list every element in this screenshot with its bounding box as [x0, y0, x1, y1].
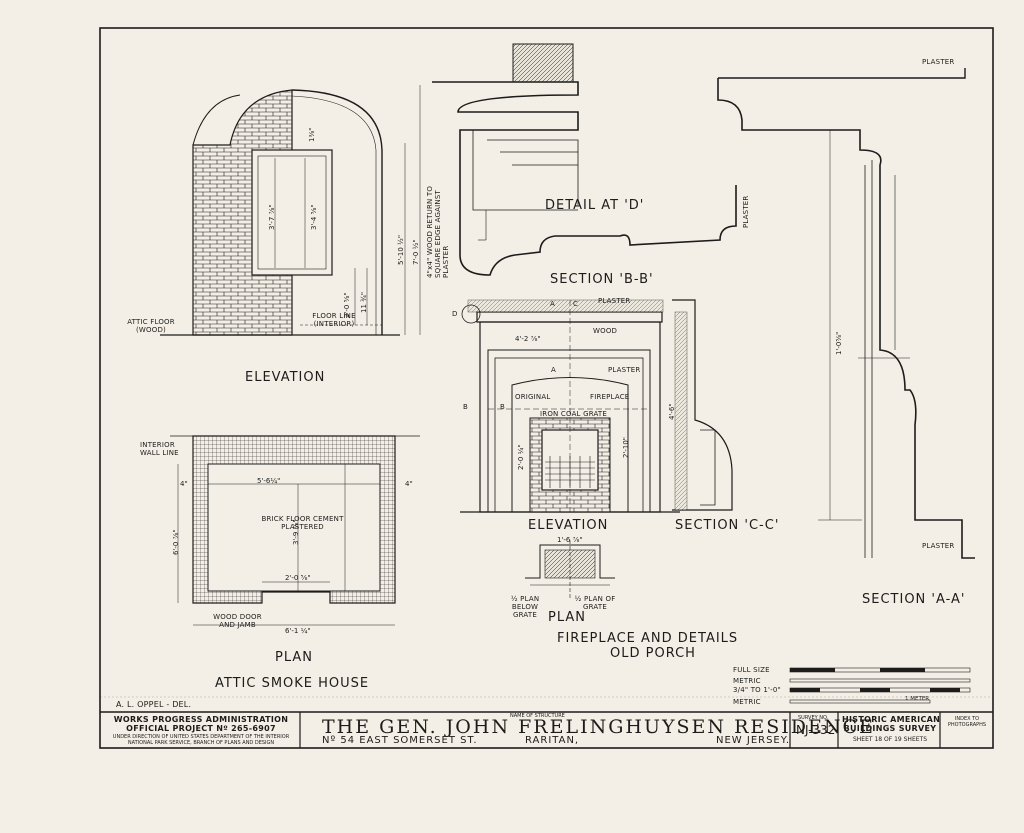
view-title-section-bb: SECTION 'B-B': [550, 272, 654, 287]
structure-state: NEW JERSEY.: [716, 735, 791, 746]
view-title-smoke-elevation: ELEVATION: [245, 370, 326, 385]
note-plaster-bottom: PLASTER: [922, 542, 955, 550]
dim-door-inner: 3'-4 ⅝": [310, 204, 318, 230]
note-plaster-fp: PLASTER: [598, 297, 631, 305]
fireplace-elevation-drawing: [460, 299, 680, 513]
view-title-section-cc: SECTION 'C-C': [675, 518, 780, 533]
sheet-number: SHEET 18 OF 19 SHEETS: [852, 736, 927, 743]
wpa-line-2: OFFICIAL PROJECT Nº 265-6907: [126, 724, 276, 733]
smoke-house-elevation-drawing: [160, 85, 421, 336]
note-fireplace: FIREPLACE: [590, 393, 630, 401]
view-title-fireplace-plan: PLAN: [548, 610, 586, 625]
note-half-plan-below: ½ PLAN BELOW GRATE: [510, 595, 540, 619]
note-wood-door: WOOD DOOR AND JAMB: [213, 613, 262, 629]
dim-sill-inner: 11 ¾": [360, 291, 368, 313]
dim-opening-height: 2'-10": [622, 436, 630, 458]
view-title-section-aa: SECTION 'A-A': [862, 592, 966, 607]
note-plaster-top: PLASTER: [922, 58, 955, 66]
view-title-fireplace-elevation: ELEVATION: [528, 518, 609, 533]
dim-total-height: 7'-0 ½": [412, 239, 420, 265]
dim-wall-thick-left: 4": [180, 480, 188, 488]
marker-b-right: B: [500, 403, 506, 411]
wpa-line-3: UNDER DIRECTION OF UNITED STATES DEPARTM…: [112, 734, 290, 740]
graphic-scales: [789, 667, 971, 704]
fireplace-plan-drawing: [525, 540, 615, 598]
dim-plan-outer-depth: 6'-0 ⅞": [172, 529, 180, 555]
note-brick-floor: BRICK FLOOR CEMENT PLASTERED: [261, 515, 344, 531]
note-iron-grate: IRON COAL GRATE: [540, 410, 608, 418]
scale-metric-1: METRIC: [733, 677, 761, 685]
scale-metric-2: METRIC: [733, 698, 761, 706]
dim-door-width: 2'-0 ⅝": [285, 574, 311, 582]
dim-plan-width: 5'-6¼": [257, 477, 281, 485]
dim-sill-height: 2'-0 ⅝": [343, 292, 351, 318]
wpa-line-1: WORKS PROGRESS ADMINISTRATION: [113, 715, 289, 724]
structure-town: RARITAN,: [525, 735, 580, 746]
note-plaster-bb: PLASTER: [742, 195, 750, 228]
section-aa-drawing: [717, 68, 975, 559]
name-of-structure-caption: NAME OF STRUCTURE: [510, 713, 565, 719]
view-title-smoke-plan: PLAN: [275, 650, 313, 665]
note-wood-return: 4"x4" WOOD RETURN TO SQUARE EDGE AGAINST…: [426, 185, 450, 278]
marker-d: D: [452, 310, 458, 318]
note-plaster-fp2: PLASTER: [608, 366, 641, 374]
view-title-attic-smoke-house: ATTIC SMOKE HOUSE: [215, 676, 370, 691]
view-title-old-porch: OLD PORCH: [610, 646, 696, 661]
note-wood: WOOD: [593, 327, 618, 335]
cornice-section-bb-drawing: [432, 43, 737, 276]
note-floor-line: FLOOR LINE (INTERIOR): [312, 312, 356, 328]
scale-full-size: FULL SIZE: [733, 666, 770, 674]
marker-a-top: A: [550, 300, 555, 308]
smoke-house-plan-drawing: [170, 435, 420, 626]
marker-c: C: [573, 300, 579, 308]
survey-number: NJ-332: [796, 723, 836, 737]
marker-b-left: B: [463, 403, 469, 411]
survey-caption: SURVEY NO.: [798, 715, 829, 721]
dim-head: 1⅜": [308, 127, 316, 142]
dim-grate-width: 1'-6 ⅞": [557, 536, 583, 544]
dim-section-aa: 1'-0⅝": [835, 331, 843, 355]
view-title-detail-d: DETAIL AT 'D': [545, 198, 645, 213]
structure-address: Nº 54 EAST SOMERSET ST.: [322, 735, 478, 746]
dim-grate-height: 2'-0 ¼": [517, 444, 525, 470]
habs-line-1: HISTORIC AMERICAN: [842, 715, 941, 724]
photo-index: INDEX TO PHOTOGRAPHS: [947, 716, 987, 728]
section-cc-drawing: [672, 299, 733, 511]
dim-plan-depth: 3'-9 ⅛": [292, 519, 300, 545]
wpa-line-4: NATIONAL PARK SERVICE, BRANCH OF PLANS A…: [127, 740, 275, 746]
dim-door-height: 3'-7 ⅞": [268, 204, 276, 230]
dim-wall-height: 5'-10 ½": [397, 234, 405, 265]
scale-three-quarter: 3/4" TO 1'-0": [733, 686, 781, 694]
note-attic-floor: ATTIC FLOOR (WOOD): [127, 318, 175, 334]
dim-plan-outer-width: 6'-1 ¼": [285, 627, 311, 635]
dim-mantel-height: 4'-6": [668, 403, 676, 420]
habs-line-2: BUILDINGS SURVEY: [843, 724, 937, 733]
dim-wall-thick-right: 4": [405, 480, 413, 488]
note-original: ORIGINAL: [515, 393, 551, 401]
delineator: A. L. OPPEL - DEL.: [116, 700, 192, 709]
scale-meter: 1 METER: [905, 696, 930, 702]
dim-mantel-width: 4'-2 ⅞": [515, 335, 541, 343]
view-title-fireplace-details: FIREPLACE AND DETAILS: [557, 631, 739, 646]
note-interior-wall: INTERIOR WALL LINE: [140, 441, 179, 457]
structure-name: THE GEN. JOHN FRELINGHUYSEN RESIDENCE: [322, 716, 875, 738]
sheet-border: [99, 27, 994, 749]
marker-a-mid: A: [551, 366, 556, 374]
note-half-plan-of: ½ PLAN OF GRATE: [574, 595, 616, 611]
